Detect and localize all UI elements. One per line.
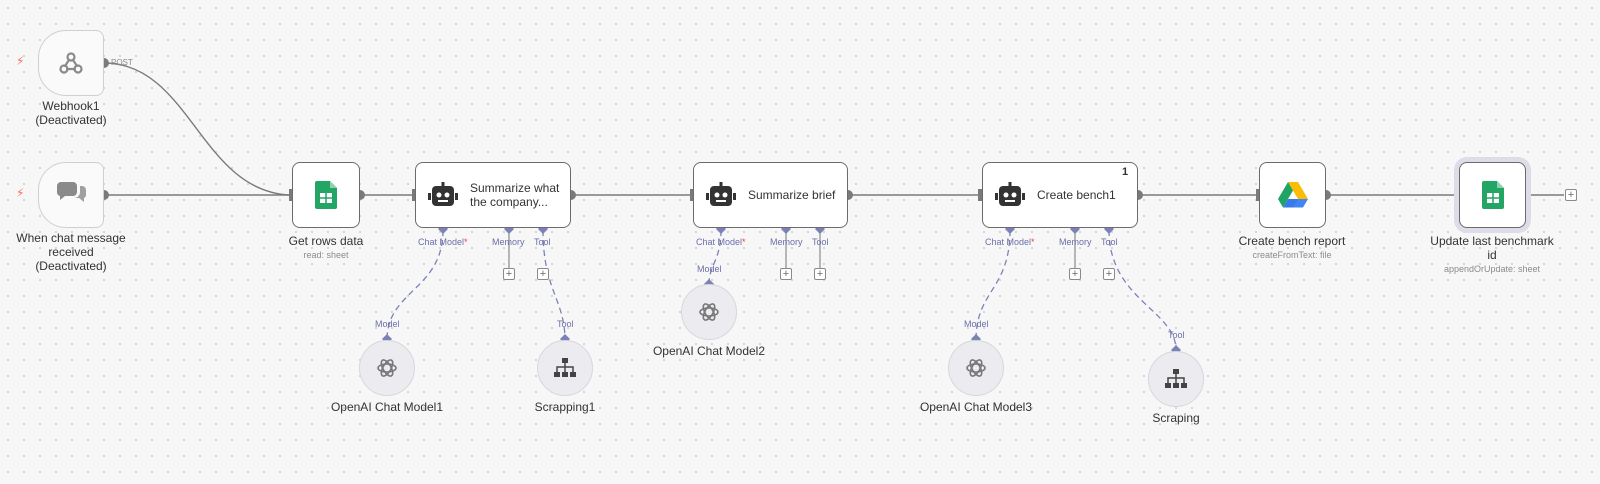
update-last-benchmark-label: Update last benchmark id (1430, 234, 1554, 262)
summarize-brief-title: Summarize brief (748, 188, 836, 202)
openai-chat-model2-label: OpenAI Chat Model2 (652, 344, 766, 358)
webhook-label: Webhook1 (Deactivated) (0, 99, 142, 127)
subedge-scraping (1108, 229, 1177, 351)
sitemap-icon (554, 358, 576, 377)
execution-count-badge: 1 (1122, 166, 1129, 178)
model-port-label: Model (964, 319, 989, 329)
port-label-chat-model: Chat Model* (985, 237, 1035, 247)
get-rows-node[interactable] (292, 162, 360, 228)
port-label-memory: Memory (770, 237, 803, 247)
add-tool-button[interactable]: + (814, 268, 826, 280)
port-label-memory: Memory (492, 237, 525, 247)
update-last-benchmark-sub: appendOrUpdate: sheet (1443, 264, 1541, 274)
openai-chat-model1-label: OpenAI Chat Model1 (330, 400, 444, 414)
chat-trigger-status: (Deactivated) (35, 259, 107, 273)
update-last-benchmark-node[interactable] (1459, 162, 1526, 228)
chat-trigger-node[interactable] (38, 162, 104, 228)
tool-port-label: Tool (557, 319, 574, 329)
webhook-icon (59, 52, 83, 74)
trigger-bolt-icon: ⚡ (16, 54, 25, 68)
robot-icon (995, 182, 1025, 206)
openai-icon (699, 303, 719, 321)
webhook-method-label: POST (111, 58, 133, 67)
scraping-tool-node[interactable] (1148, 351, 1204, 407)
edge-webhook-getrows (103, 62, 290, 196)
create-bench-report-label: Create bench report (1238, 234, 1346, 248)
openai-icon (377, 359, 397, 377)
get-rows-label: Get rows data (288, 234, 364, 248)
summarize-brief-agent-node[interactable]: Summarize brief (693, 162, 848, 228)
add-node-button[interactable]: + (1565, 189, 1577, 201)
openai-chat-model3-node[interactable] (948, 340, 1004, 396)
chat-bubbles-icon (56, 182, 87, 202)
trigger-bolt-icon: ⚡ (16, 186, 25, 200)
port-label-tool: Tool (1101, 237, 1118, 247)
get-rows-sub: read: sheet (303, 250, 349, 260)
scrapping1-label: Scrapping1 (534, 400, 596, 414)
webhook-title: Webhook1 (42, 99, 100, 113)
add-tool-button[interactable]: + (537, 268, 549, 280)
add-tool-button[interactable]: + (1103, 268, 1115, 280)
openai-chat-model1-node[interactable] (359, 340, 415, 396)
port-label-chat-model: Chat Model* (696, 237, 746, 247)
create-bench-agent-node[interactable]: Create bench1 (982, 162, 1138, 228)
create-bench-title: Create bench1 (1037, 188, 1116, 202)
add-memory-button[interactable]: + (1069, 268, 1081, 280)
subedge-scrapping1 (542, 229, 566, 341)
summarize-what-title: Summarize what the company... (470, 181, 560, 209)
chat-trigger-title-2: received (48, 245, 94, 259)
sitemap-icon (1165, 369, 1187, 388)
chat-trigger-label: When chat message received (Deactivated) (0, 231, 142, 273)
create-bench-report-node[interactable] (1259, 162, 1326, 228)
openai-icon (966, 359, 986, 377)
port-label-tool: Tool (534, 237, 551, 247)
openai-chat-model3-label: OpenAI Chat Model3 (919, 400, 1033, 414)
port-label-chat-model: Chat Model* (418, 237, 468, 247)
openai-chat-model2-node[interactable] (681, 284, 737, 340)
webhook-status: (Deactivated) (35, 113, 107, 127)
chat-trigger-title-1: When chat message (16, 231, 126, 245)
robot-icon (428, 182, 458, 206)
model-port-label: Model (375, 319, 400, 329)
google-sheets-icon (315, 181, 337, 209)
add-memory-button[interactable]: + (503, 268, 515, 280)
add-memory-button[interactable]: + (780, 268, 792, 280)
scraping-label: Scraping (1152, 411, 1200, 425)
subedge-model1 (386, 229, 444, 341)
tool-port-label: Tool (1168, 330, 1185, 340)
model-port-label: Model (697, 264, 722, 274)
summarize-what-agent-node[interactable]: Summarize what the company... (415, 162, 571, 228)
port-label-tool: Tool (812, 237, 829, 247)
subedge-model3 (975, 229, 1011, 341)
google-drive-icon (1277, 182, 1308, 208)
port-label-memory: Memory (1059, 237, 1092, 247)
scrapping1-tool-node[interactable] (537, 340, 593, 396)
robot-icon (706, 182, 736, 206)
webhook-node[interactable] (38, 30, 104, 96)
google-sheets-icon (1481, 181, 1504, 209)
create-bench-report-sub: createFromText: file (1252, 250, 1332, 260)
